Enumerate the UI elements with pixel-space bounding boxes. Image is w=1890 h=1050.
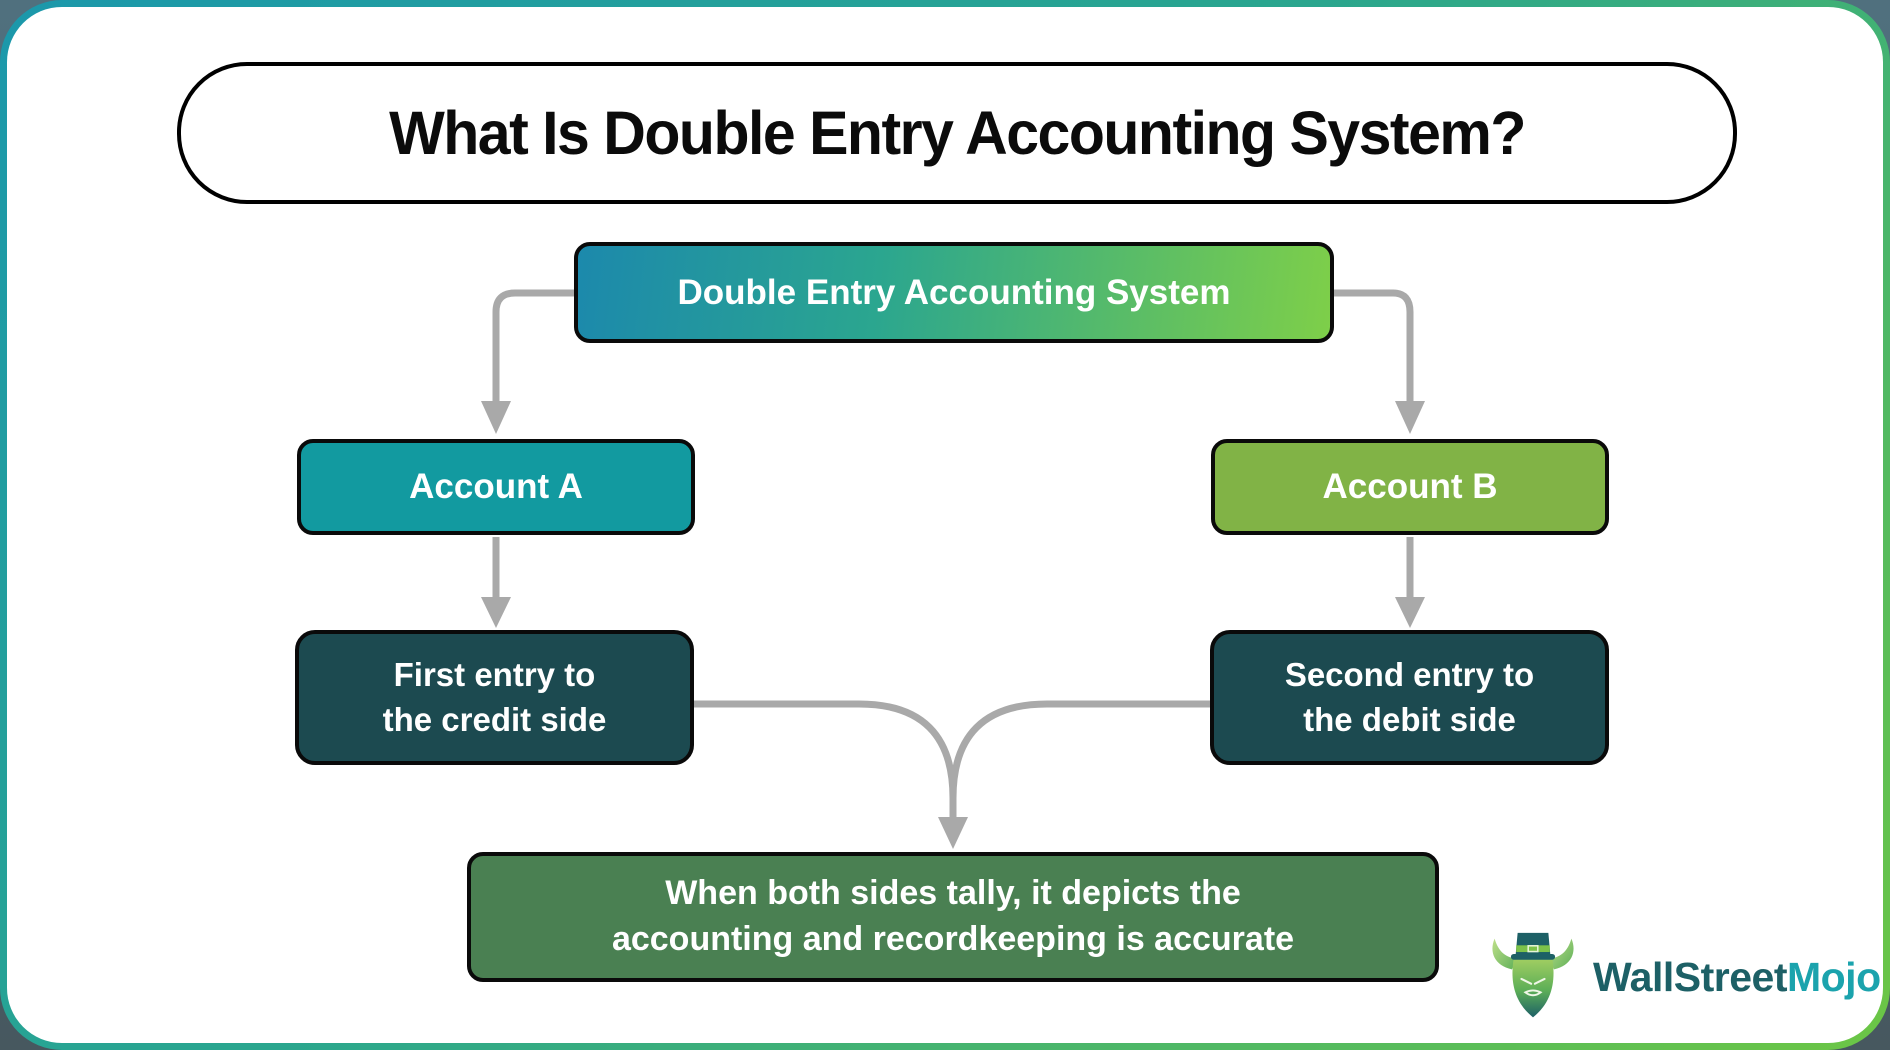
- wordmark-wallstreet: WallStreet: [1593, 953, 1787, 1000]
- bull-right-horn: [1548, 938, 1574, 970]
- bull-mascot-icon: [1492, 932, 1574, 1018]
- node-credit-entry-line2: the credit side: [382, 700, 607, 738]
- arrowhead-account-a: [481, 401, 511, 434]
- node-conclusion-line2: accounting and recordkeeping is accurate: [611, 920, 1295, 958]
- brand-logo: WallStreetMojo: [1485, 929, 1881, 1025]
- hat-buckle: [1527, 945, 1539, 953]
- bull-brow: [1520, 977, 1546, 985]
- bull-left-horn: [1492, 938, 1518, 970]
- node-credit-entry: First entry to the credit side: [295, 630, 694, 765]
- connector-root-to-account-b: [1334, 289, 1414, 403]
- connector-credit-to-merge: [694, 700, 957, 799]
- hat-brim: [1510, 953, 1556, 960]
- arrowhead-debit: [1395, 597, 1425, 628]
- node-debit-entry-line1: Second entry to: [1284, 655, 1535, 693]
- arrowhead-account-b: [1395, 401, 1425, 434]
- node-debit-entry-line2: the debit side: [1303, 700, 1516, 738]
- arrowhead-credit: [481, 597, 511, 628]
- connector-root-to-account-a: [492, 289, 574, 403]
- wordmark-mojo: Mojo: [1786, 953, 1881, 1000]
- bull-head: [1512, 957, 1554, 1018]
- node-double-entry-system: Double Entry Accounting System: [574, 242, 1334, 343]
- hat-band: [1516, 945, 1550, 953]
- brand-wordmark: WallStreetMojo: [1593, 954, 1881, 1001]
- node-account-b: Account B: [1211, 439, 1609, 535]
- node-conclusion: When both sides tally, it depicts the ac…: [467, 852, 1439, 982]
- page-title: What Is Double Entry Accounting System?: [389, 98, 1526, 168]
- node-credit-entry-line1: First entry to: [393, 655, 596, 693]
- node-double-entry-system-label: Double Entry Accounting System: [677, 272, 1231, 312]
- title-banner: What Is Double Entry Accounting System?: [177, 62, 1737, 204]
- node-account-a-label: Account A: [409, 467, 583, 506]
- arrowhead-conclusion: [938, 817, 968, 849]
- node-debit-entry: Second entry to the debit side: [1210, 630, 1609, 765]
- node-account-a: Account A: [297, 439, 695, 535]
- node-conclusion-line1: When both sides tally, it depicts the: [665, 874, 1241, 913]
- node-account-b-label: Account B: [1322, 467, 1498, 506]
- connector-debit-to-merge: [949, 700, 1210, 799]
- bull-muzzle: [1523, 989, 1543, 997]
